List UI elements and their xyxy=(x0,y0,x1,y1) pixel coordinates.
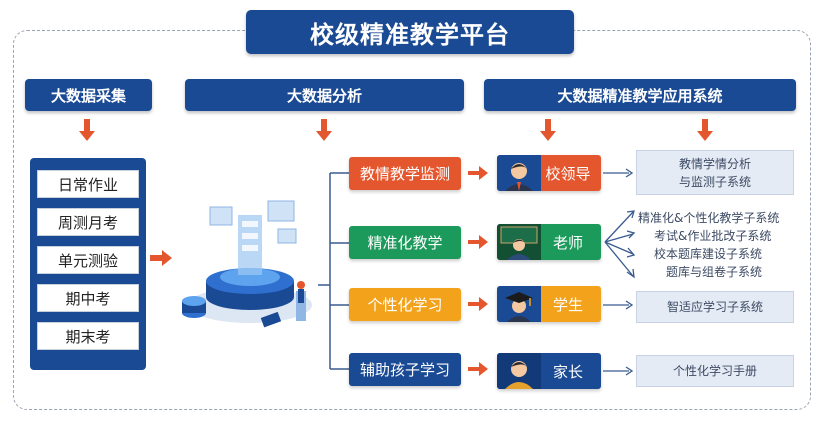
system-box-student: 智适应学习子系统 xyxy=(636,291,794,323)
fan-arrows-icon xyxy=(604,210,636,279)
role-student: 学生 xyxy=(497,286,601,322)
role-label: 老师 xyxy=(552,233,583,252)
column-header-collect: 大数据采集 xyxy=(25,79,152,111)
arrow-right-icon xyxy=(150,250,172,266)
data-source-item: 单元测验 xyxy=(37,246,139,274)
big-data-illustration xyxy=(182,200,312,328)
system-line: 精准化&个性化教学子系统 xyxy=(638,211,780,225)
arrow-down-icon xyxy=(316,119,332,141)
arrow-right-icon xyxy=(468,362,488,376)
arrow-right-icon xyxy=(468,166,488,180)
arrow-right-icon xyxy=(468,297,488,311)
system-line: 题库与组卷子系统 xyxy=(666,265,763,279)
arrow-right-icon xyxy=(603,300,633,310)
analysis-item-personal-learning: 个性化学习 xyxy=(349,288,461,321)
data-source-item: 日常作业 xyxy=(37,170,139,198)
system-line: 校本题库建设子系统 xyxy=(654,247,763,261)
arrow-right-icon xyxy=(603,366,633,376)
system-line: 智适应学习子系统 xyxy=(666,300,763,314)
data-source-item: 期末考 xyxy=(37,322,139,350)
system-line: 考试&作业批改子系统 xyxy=(654,229,772,243)
role-parent: 家长 xyxy=(497,353,601,389)
connector-bracket xyxy=(318,172,350,370)
role-label: 家长 xyxy=(552,362,583,381)
teacher-avatar-icon xyxy=(497,224,541,260)
system-list-teacher: 精准化&个性化教学子系统 考试&作业批改子系统 校本题库建设子系统 题库与组卷子… xyxy=(636,205,794,285)
data-source-item: 期中考 xyxy=(37,284,139,312)
analysis-item-monitoring: 教情教学监测 xyxy=(349,157,461,190)
analysis-item-precision-teaching: 精准化教学 xyxy=(349,226,461,259)
role-leader: 校领导 xyxy=(497,155,601,191)
role-teacher: 老师 xyxy=(497,224,601,260)
arrow-down-icon xyxy=(697,119,713,141)
page-title: 校级精准教学平台 xyxy=(246,10,574,54)
leader-avatar-icon xyxy=(497,155,541,191)
system-line: 教情学情分析 xyxy=(678,156,751,171)
column-header-analysis: 大数据分析 xyxy=(185,79,464,111)
analysis-item-parent-assist: 辅助孩子学习 xyxy=(349,353,461,386)
role-label: 学生 xyxy=(552,295,583,314)
data-source-panel: 日常作业 周测月考 单元测验 期中考 期末考 xyxy=(30,158,146,370)
system-box-leader: 教情学情分析 与监测子系统 xyxy=(636,150,794,195)
parent-avatar-icon xyxy=(497,353,541,389)
column-header-application: 大数据精准教学应用系统 xyxy=(484,79,796,111)
system-box-parent: 个性化学习手册 xyxy=(636,355,794,387)
arrow-down-icon xyxy=(540,119,556,141)
data-source-item: 周测月考 xyxy=(37,208,139,236)
system-line: 与监测子系统 xyxy=(678,174,751,189)
arrow-right-icon xyxy=(603,168,633,178)
student-avatar-icon xyxy=(497,286,541,322)
system-line: 个性化学习手册 xyxy=(672,364,757,378)
arrow-right-icon xyxy=(468,235,488,249)
arrow-down-icon xyxy=(79,119,95,141)
role-label: 校领导 xyxy=(545,164,591,183)
